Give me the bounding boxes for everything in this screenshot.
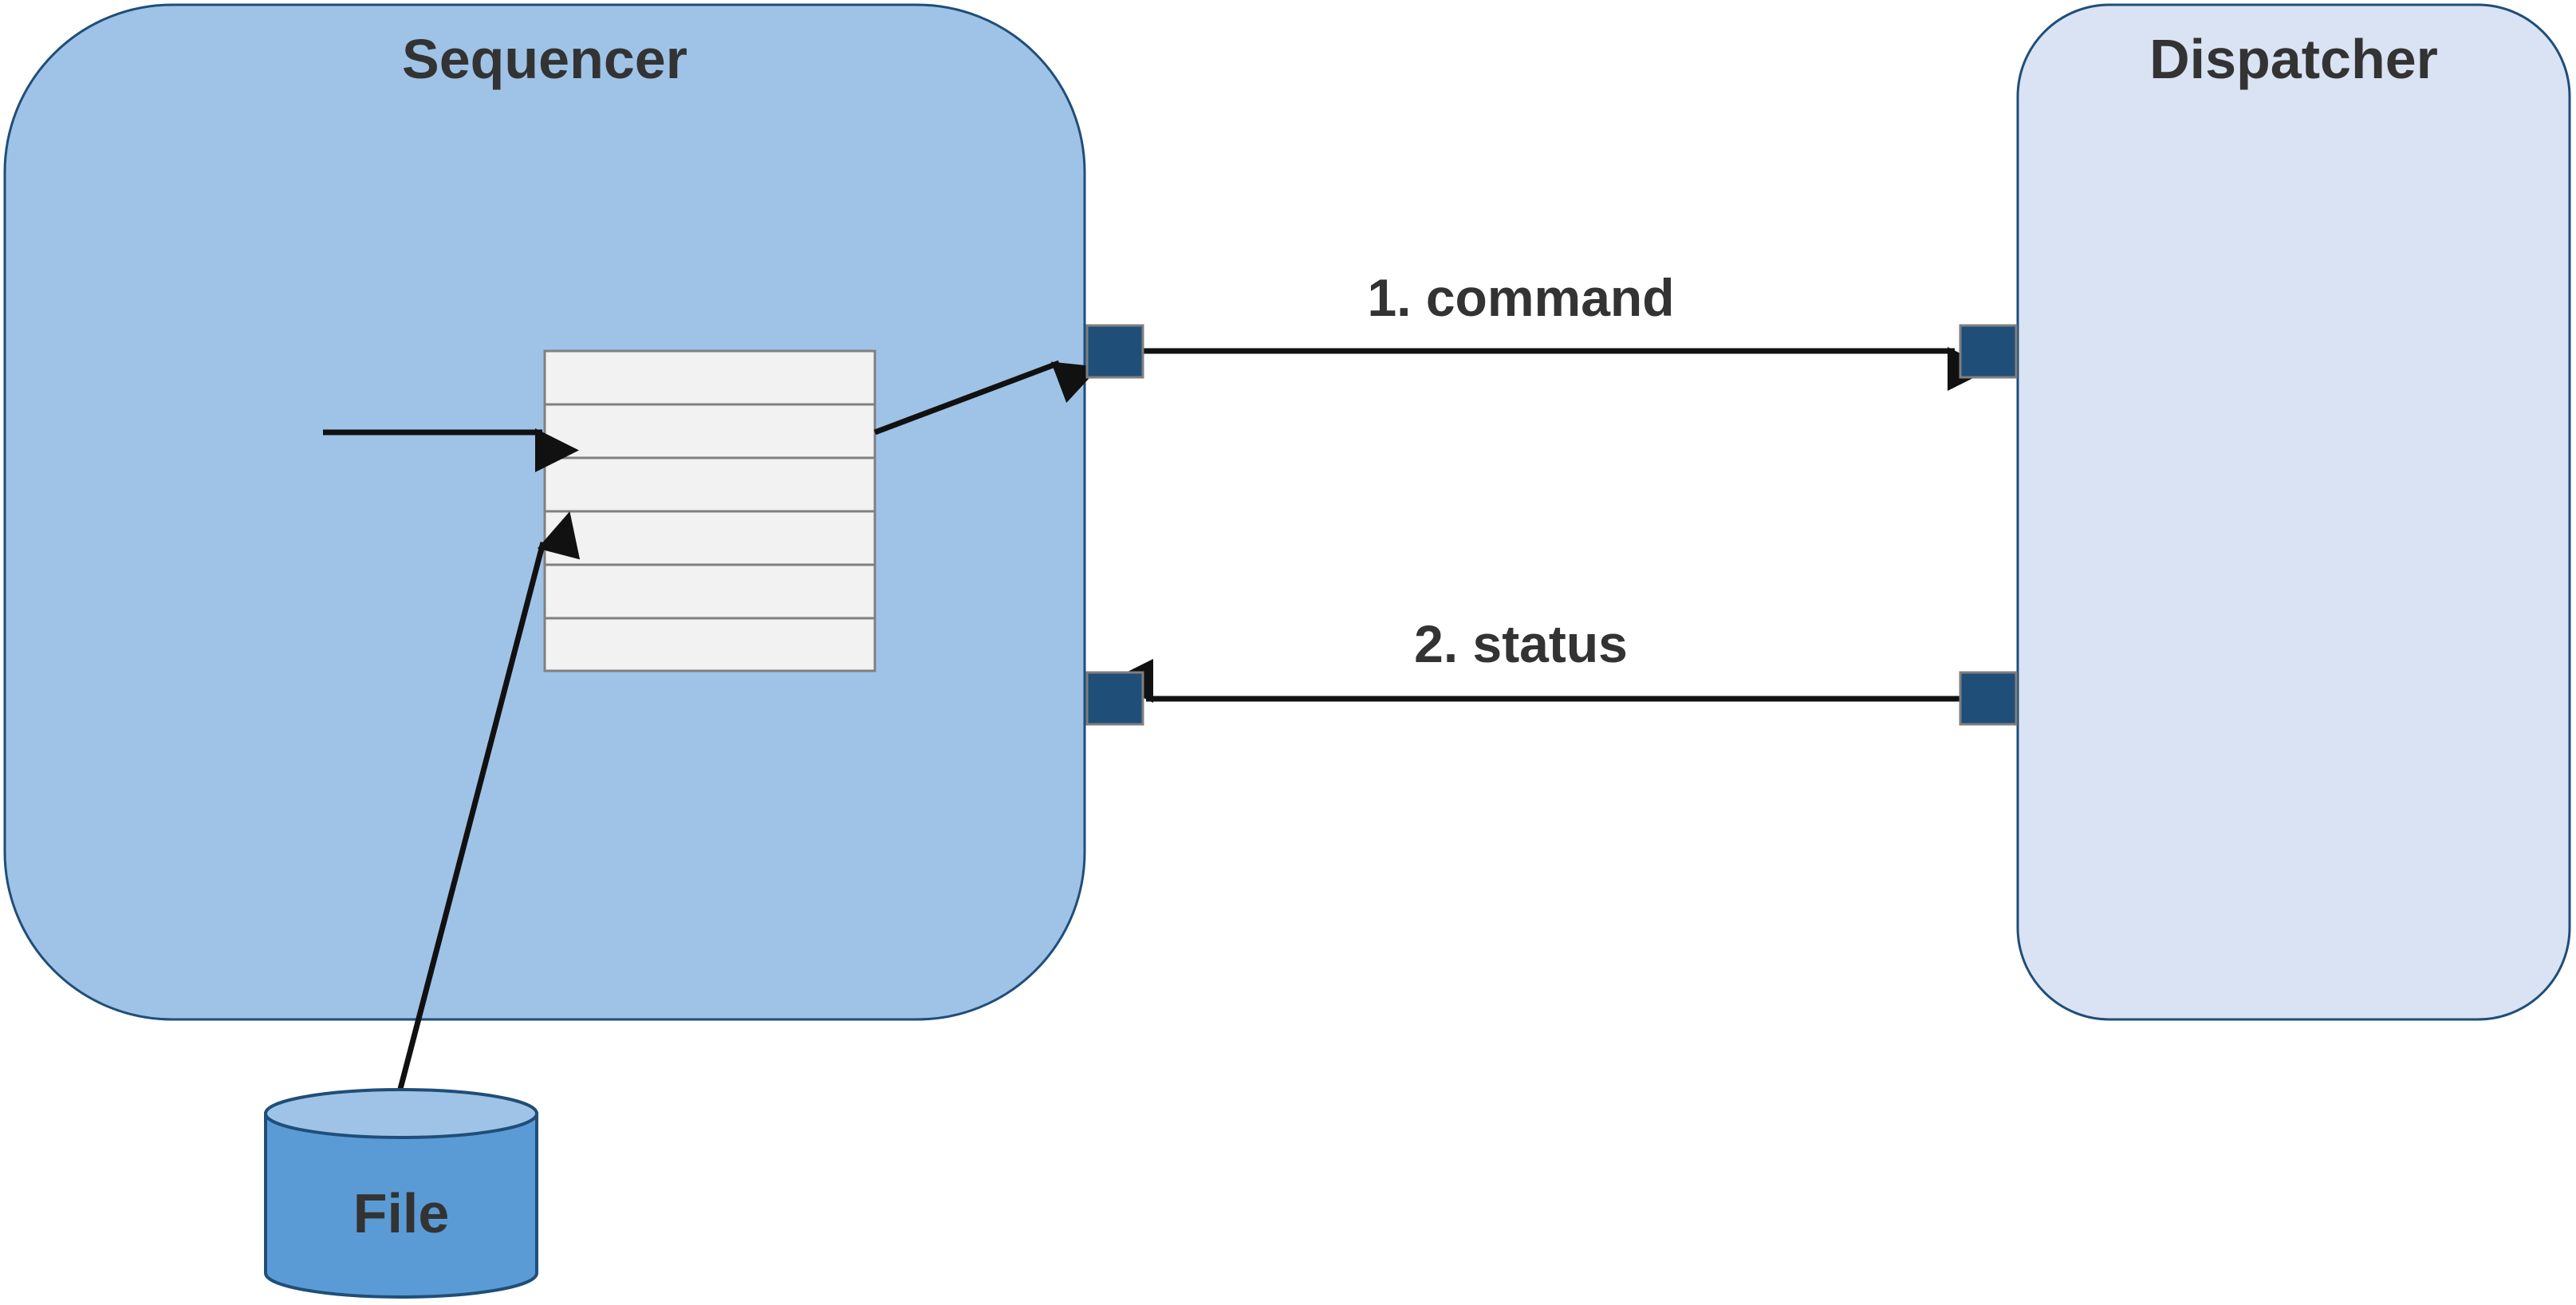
dispatcher-status-port: [1959, 671, 2018, 726]
queue-to-port-arrow: [873, 360, 1100, 436]
file-label: File: [353, 1182, 450, 1244]
file-cylinder-body: [264, 1112, 538, 1299]
dispatcher-command-port: [1959, 324, 2018, 379]
sequencer-title: Sequencer: [402, 28, 687, 90]
sequencer-command-port: [1085, 324, 1144, 379]
status-label: 2. status: [1414, 614, 1628, 673]
dispatcher-title: Dispatcher: [2149, 28, 2438, 90]
command-queue: [543, 349, 876, 672]
file-cylinder-top: [264, 1088, 538, 1139]
dispatcher-container: [2016, 3, 2571, 1021]
file-to-queue-arrow: [397, 511, 581, 1090]
file-cylinder: File: [264, 1088, 538, 1299]
sequencer-status-port: [1085, 671, 1144, 726]
command-label: 1. command: [1367, 268, 1674, 327]
